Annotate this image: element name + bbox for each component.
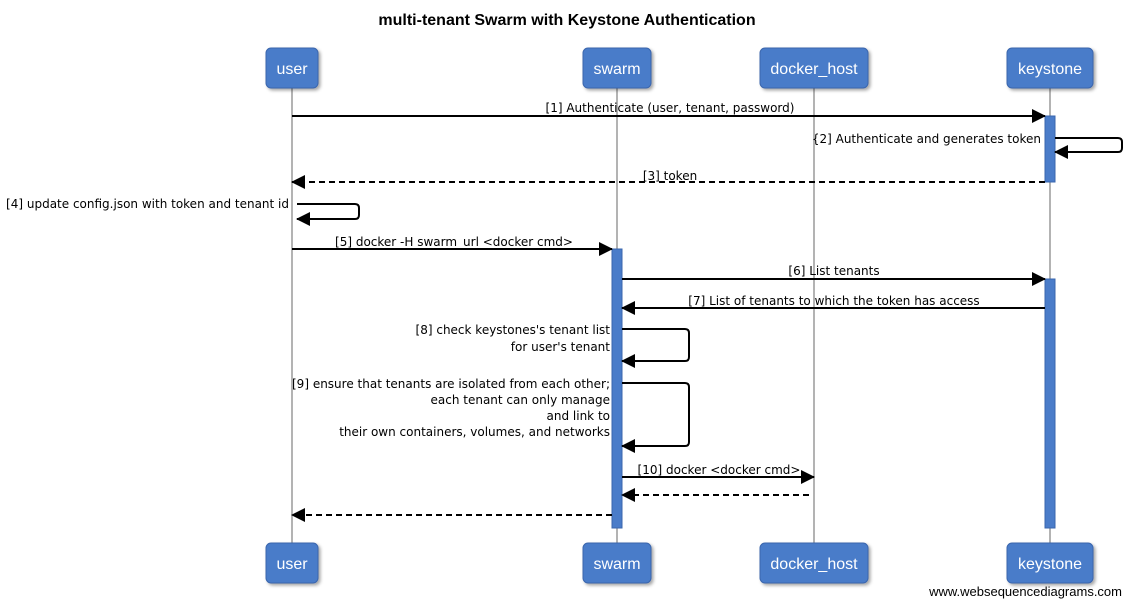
message-m9: [9] ensure that tenants are isolated fro… xyxy=(292,377,690,453)
actor-keystone-bottom: keystone xyxy=(1006,542,1094,584)
message-m5: [5] docker -H swarm_url <docker cmd> xyxy=(292,235,613,256)
actor-box xyxy=(759,47,869,89)
actors-top: user swarm docker_host keystone xyxy=(265,47,1094,89)
actor-box xyxy=(759,542,869,584)
message-label: for user's tenant xyxy=(511,340,611,354)
message-m3: [3] token xyxy=(291,169,1045,189)
actor-label: swarm xyxy=(593,61,640,78)
actor-label: user xyxy=(276,61,308,78)
actor-user-bottom: user xyxy=(265,542,319,584)
actor-swarm-bottom: swarm xyxy=(582,542,652,584)
activation-bar-keystone xyxy=(1044,115,1056,183)
actor-docker_host-top: docker_host xyxy=(759,47,869,89)
self-message-arrow xyxy=(621,382,690,453)
message-label: [4] update config.json with token and te… xyxy=(6,197,289,211)
message-m2: {2] Authenticate and generates token xyxy=(812,132,1123,159)
actor-box xyxy=(1006,47,1094,89)
message-label: {2] Authenticate and generates token xyxy=(812,132,1041,146)
actor-label: user xyxy=(276,556,308,573)
message-label: [8] check keystones's tenant list xyxy=(416,323,611,337)
messages: [1] Authenticate (user, tenant, password… xyxy=(6,101,1123,522)
message-label: [10] docker <docker cmd> xyxy=(638,463,801,477)
message-m1: [1] Authenticate (user, tenant, password… xyxy=(292,101,1046,123)
message-label: [9] ensure that tenants are isolated fro… xyxy=(292,377,610,391)
activation-bars xyxy=(611,115,1056,529)
message-m4: [4] update config.json with token and te… xyxy=(6,197,360,226)
actors-bottom: user swarm docker_host keystone xyxy=(265,542,1094,584)
message-label: and link to xyxy=(547,409,610,423)
actor-box xyxy=(265,542,319,584)
actor-docker_host-bottom: docker_host xyxy=(759,542,869,584)
actor-label: docker_host xyxy=(770,556,858,573)
actor-label: keystone xyxy=(1018,556,1082,573)
message-m8: [8] check keystones's tenant list for use… xyxy=(416,323,690,368)
message-label: their own containers, volumes, and netwo… xyxy=(339,425,610,439)
message-label: [1] Authenticate (user, tenant, password… xyxy=(546,101,795,115)
diagram-title: multi-tenant Swarm with Keystone Authent… xyxy=(378,12,755,29)
actor-label: swarm xyxy=(593,556,640,573)
activation-bar-keystone xyxy=(1044,278,1056,529)
message-label: [3] token xyxy=(643,169,697,183)
actor-box xyxy=(582,542,652,584)
actor-label: keystone xyxy=(1018,61,1082,78)
message-label: [6] List tenants xyxy=(788,264,879,278)
actor-box xyxy=(265,47,319,89)
actor-box xyxy=(1006,542,1094,584)
activation-bar-swarm xyxy=(611,248,623,529)
message-label: [7] List of tenants to which the token h… xyxy=(688,294,979,308)
self-message-arrow xyxy=(621,328,690,368)
message-label: each tenant can only manage xyxy=(431,393,611,407)
actor-swarm-top: swarm xyxy=(582,47,652,89)
actor-label: docker_host xyxy=(770,61,858,78)
message-label: [5] docker -H swarm_url <docker cmd> xyxy=(335,235,573,249)
actor-box xyxy=(582,47,652,89)
message-m7: [7] List of tenants to which the token h… xyxy=(621,294,1045,315)
self-message-arrow xyxy=(1054,137,1123,159)
actor-keystone-top: keystone xyxy=(1006,47,1094,89)
watermark-footer: www.websequencediagrams.com xyxy=(928,584,1122,599)
message-m6: [6] List tenants xyxy=(622,264,1046,286)
actor-user-top: user xyxy=(265,47,319,89)
message-m10: [10] docker <docker cmd> xyxy=(622,463,815,484)
self-message-arrow xyxy=(296,203,360,226)
